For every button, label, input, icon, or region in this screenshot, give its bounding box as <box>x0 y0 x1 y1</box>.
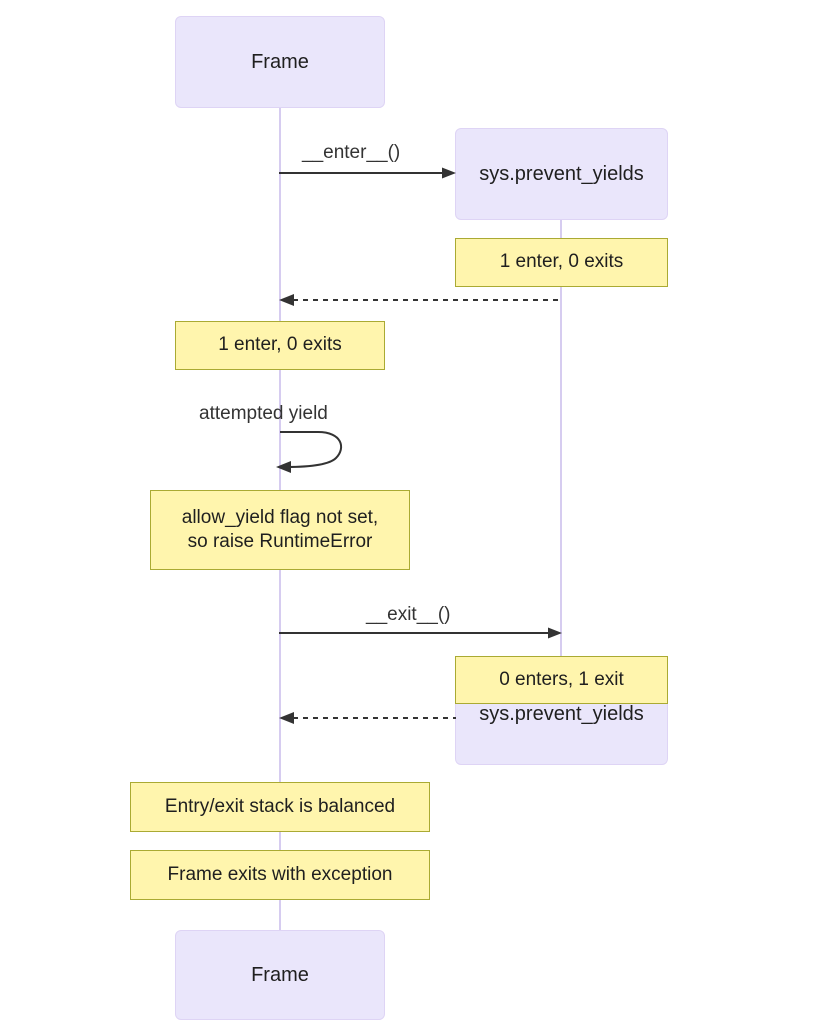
note-frame-enter-count: 1 enter, 0 exits <box>175 321 385 370</box>
note-prevent-yields-exit-count: 0 enters, 1 exit <box>455 656 668 704</box>
participant-prevent-yields-bottom-label: sys.prevent_yields <box>479 703 644 725</box>
participant-frame-bottom[interactable]: Frame <box>175 930 385 1020</box>
note-frame-exits-exception: Frame exits with exception <box>130 850 430 900</box>
message-arrow-return-enter <box>279 294 561 306</box>
note-text: 0 enters, 1 exit <box>499 668 624 690</box>
participant-frame-top-label: Frame <box>251 51 309 73</box>
participant-frame-top[interactable]: Frame <box>175 16 385 108</box>
note-prevent-yields-enter-count: 1 enter, 0 exits <box>455 238 668 287</box>
note-frame-runtime-error: allow_yield flag not set, so raise Runti… <box>150 490 410 570</box>
note-text: Frame exits with exception <box>167 863 393 885</box>
participant-prevent-yields-top-label: sys.prevent_yields <box>479 163 644 185</box>
message-label-attempted-yield: attempted yield <box>199 403 328 424</box>
note-text: 1 enter, 0 exits <box>499 251 624 273</box>
note-text: Entry/exit stack is balanced <box>164 795 396 817</box>
message-arrow-return-exit <box>279 712 456 724</box>
participant-prevent-yields-top[interactable]: sys.prevent_yields <box>455 128 668 220</box>
participant-frame-bottom-label: Frame <box>251 964 309 986</box>
message-arrow-enter <box>279 167 456 179</box>
message-arrow-exit <box>279 627 562 639</box>
message-label-enter: __enter__() <box>302 142 401 163</box>
note-text: 1 enter, 0 exits <box>218 334 342 356</box>
lifeline-prevent-yields <box>560 220 562 657</box>
note-frame-stack-balanced: Entry/exit stack is balanced <box>130 782 430 832</box>
message-arrow-self-loop <box>276 431 343 473</box>
note-text: allow_yield flag not set, so raise Runti… <box>181 506 379 552</box>
message-label-exit: __exit__() <box>366 604 451 625</box>
